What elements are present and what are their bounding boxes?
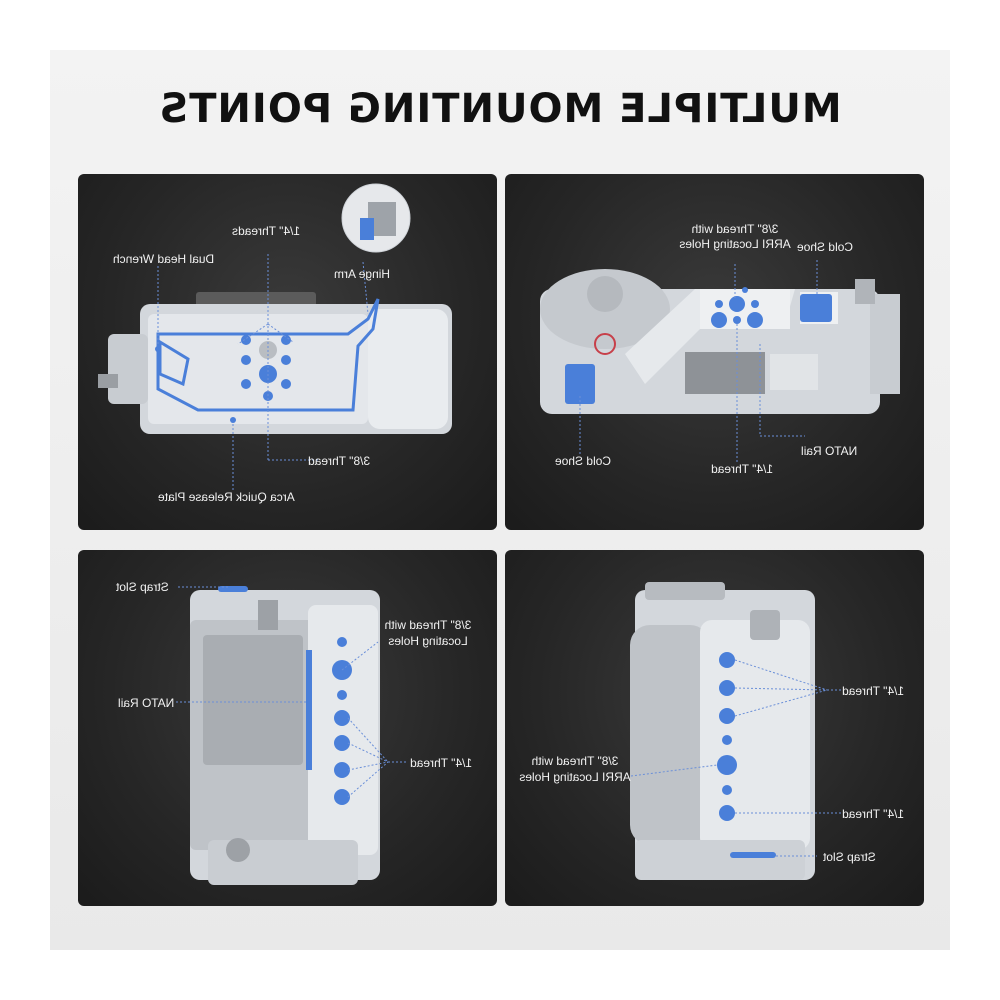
label-arca-plate: Arca Quick Release Plate	[158, 490, 295, 504]
label-dual-head-wrench: Dual Head Wrench	[113, 252, 215, 266]
label-quarter-thread-bottom: 1/4" Thread	[842, 807, 905, 821]
label-quarter-thread: 1/4" Thread	[410, 756, 473, 770]
label-nato-rail: NATO Rail	[118, 696, 175, 710]
camera-cage-grip-left-illustration	[176, 586, 406, 885]
label-quarter-thread-top: 1/4" Thread	[842, 684, 905, 698]
camera-cage-grip-right-illustration	[630, 582, 841, 880]
panel-top-view: 1/4" Threads Dual Head Wrench Hinge Arm …	[78, 174, 497, 530]
label-strap-slot: Strap Slot	[823, 850, 876, 864]
label-arri-line1: 3/8" Thread with	[691, 222, 779, 236]
label-nato-rail: NATO Rail	[801, 444, 858, 458]
label-locating-line1: 3/8" Thread with	[384, 618, 472, 632]
label-strap-slot: Strap Slot	[116, 580, 169, 594]
label-locating-line2: Locating Holes	[388, 634, 468, 648]
label-hinge-arm: Hinge Arm	[334, 267, 391, 281]
label-cold-shoe-left: Cold Shoe	[555, 454, 612, 468]
page-title: MULTIPLE MOUNTING POINTS	[158, 86, 842, 132]
label-three-eighths-thread: 3/8" Thread	[308, 454, 371, 468]
label-quarter-threads: 1/4" Threads	[232, 224, 301, 238]
panel-left-grip-view: Strap Slot 3/8" Thread with Locating Hol…	[78, 550, 497, 906]
panel-right-grip-view: 1/4" Thread 3/8" Thread with ARRI Locati…	[505, 550, 924, 906]
panel-side-view: 3/8" Thread with ARRI Locating Holes Col…	[505, 174, 924, 530]
camera-cage-top-illustration	[98, 183, 452, 492]
label-arri-line1: 3/8" Thread with	[531, 754, 619, 768]
label-quarter-thread: 1/4" Thread	[711, 462, 774, 476]
camera-cage-side-illustration	[540, 260, 900, 462]
label-arri-line2: ARRI Locating Holes	[679, 237, 791, 251]
label-cold-shoe-right: Cold Shoe	[797, 240, 854, 254]
label-arri-line2: ARRI Locating Holes	[519, 770, 631, 784]
